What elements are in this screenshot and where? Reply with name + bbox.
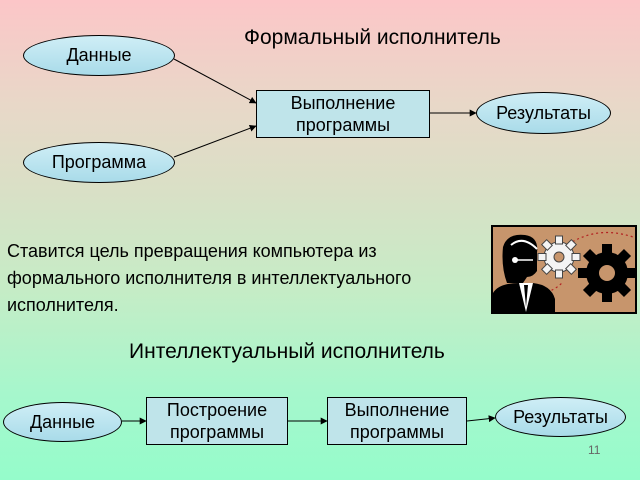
arrow-data-to-execution [173,58,257,104]
formal-program-label: Программа [51,152,147,172]
arrow-program-to-execution [173,124,257,158]
arrow-execution-to-results-2 [466,415,496,423]
formal-data-node: Данные [23,35,175,76]
intellectual-data-node: Данные [3,402,122,442]
formal-results-node: Результаты [476,92,611,134]
formal-data-label: Данные [66,45,132,65]
formal-execution-line2: программы [295,115,391,135]
intellectual-results-node: Результаты [495,397,626,437]
intellectual-execution-line2: программы [349,422,445,442]
intellectual-build-node: Построение программы [146,397,288,445]
goal-paragraph-line1: Ставится цель превращения компьютера из [7,241,377,261]
intellectual-execution-node: Выполнение программы [327,397,467,445]
person-with-gears-icon [491,225,637,314]
formal-program-node: Программа [23,142,175,183]
formal-executor-title: Формальный исполнитель [244,26,501,49]
page-number: 11 [588,443,601,457]
intellectual-results-label: Результаты [513,406,608,427]
formal-execution-line1: Выполнение [290,93,396,113]
goal-paragraph-line2: формального исполнителя в интеллектуальн… [7,268,412,288]
intellectual-build-line2: программы [169,422,265,442]
formal-results-label: Результаты [496,102,591,123]
goal-paragraph: Ставится цель превращения компьютера из … [7,238,411,319]
intellectual-build-line1: Построение [166,400,268,420]
formal-execution-node: Выполнение программы [256,90,430,138]
intellectual-executor-title: Интеллектуальный исполнитель [129,340,445,363]
goal-paragraph-line3: исполнителя. [7,295,119,315]
intellectual-data-label: Данные [29,411,96,432]
intellectual-execution-line1: Выполнение [344,400,450,420]
